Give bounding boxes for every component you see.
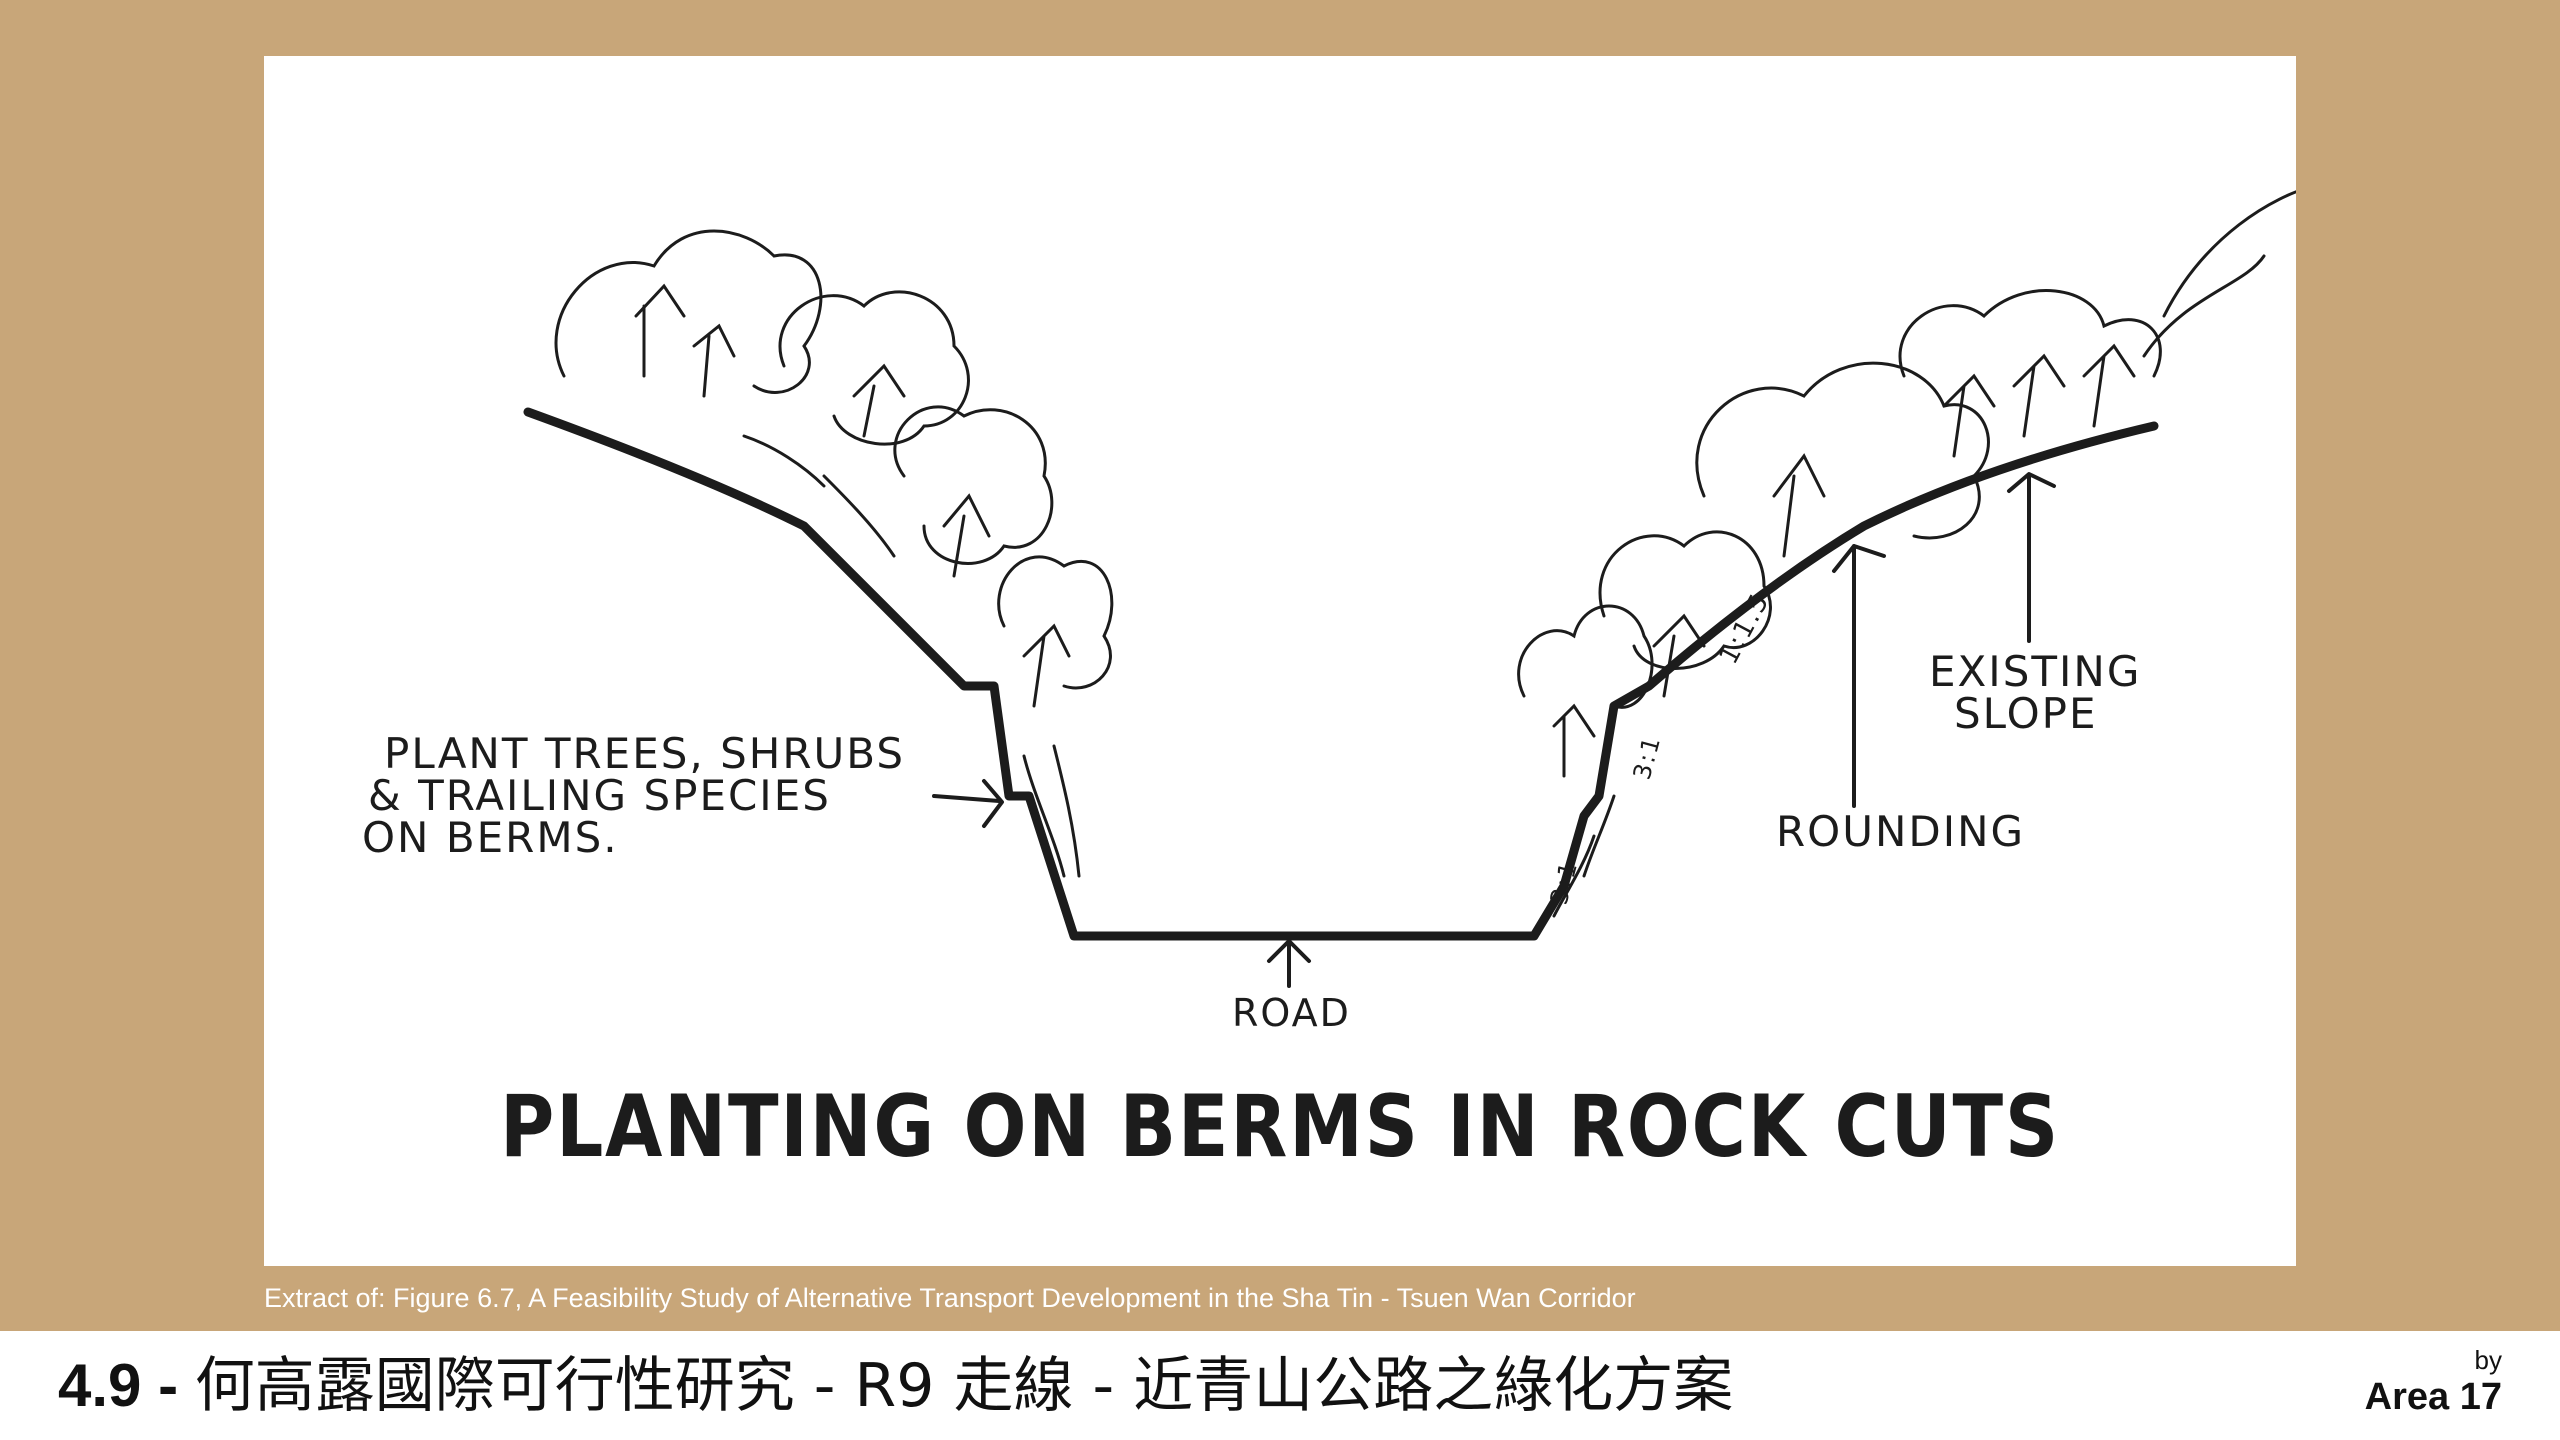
existing-slope-label-line2: SLOPE [1954,689,2098,738]
road-arrow [1267,939,1311,988]
plant-label-line3: ON BERMS. [362,813,619,862]
author-credit: by Area 17 [2365,1345,2502,1419]
section-title: 何高露國際可行性研究 - R9 走線 - 近青山公路之綠化方案 [194,1351,1734,1421]
plant-label-line2: & TRAILING SPECIES [368,771,831,820]
slope-ratio-mid: 3:1 [1628,732,1667,782]
rounding-label: ROUNDING [1776,807,2025,856]
author-name: Area 17 [2364,1376,2502,1418]
existing-slope-label-line1: EXISTING [1929,647,2141,696]
cross-section-drawing: PLANT TREES, SHRUBS & TRAILING SPECIES O… [362,190,2296,1177]
road-label: ROAD [1232,991,1351,1035]
by-label: by [2474,1345,2502,1375]
section-number: 4.9 - [58,1352,195,1419]
sketch-figure: PLANT TREES, SHRUBS & TRAILING SPECIES O… [264,56,2296,1266]
plant-label-line1: PLANT TREES, SHRUBS [384,729,905,778]
figure-title: PLANTING ON BERMS IN ROCK CUTS [500,1077,2060,1177]
figure-caption: Extract of: Figure 6.7, A Feasibility St… [264,1283,1636,1313]
existing-arrow [2007,472,2056,643]
left-trees [554,229,1114,878]
annotation-arrows [932,472,2056,988]
footer-bar: 4.9 - 何高露國際可行性研究 - R9 走線 - 近青山公路之綠化方案 by… [0,1331,2560,1440]
ground-profile-line [523,407,2159,941]
rounding-arrow [1832,544,1886,808]
right-trees [1517,190,2296,918]
slide-title: 4.9 - 何高露國際可行性研究 - R9 走線 - 近青山公路之綠化方案 [58,1349,1733,1423]
slope-ratio-low: 3:1 [1545,857,1584,907]
plant-arrow [932,779,1004,828]
